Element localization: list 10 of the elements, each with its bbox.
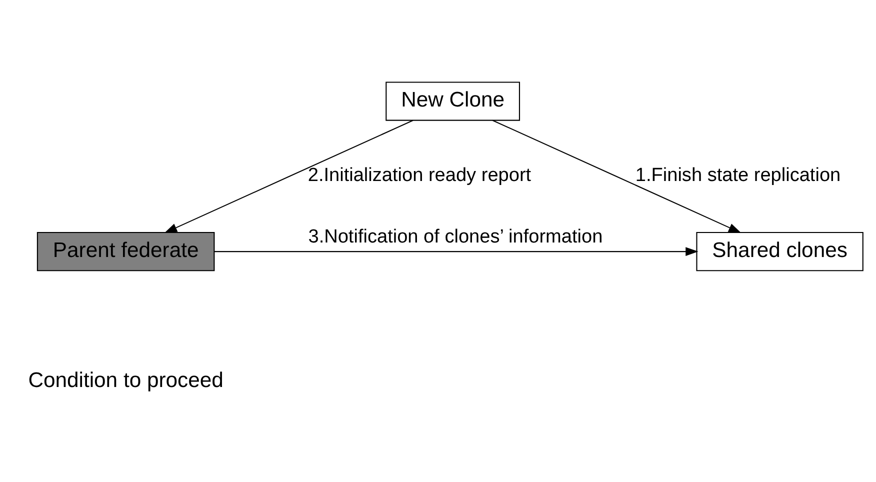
edge-label: 3.Notification of clones’ information — [308, 226, 603, 247]
arrow — [492, 119, 742, 233]
node-box: New Clone — [386, 81, 520, 120]
edge-label: 2.Initialization ready report — [308, 164, 532, 186]
arrow — [164, 119, 414, 233]
node-box: Shared clones — [696, 231, 864, 271]
legend-label: Condition to proceed — [28, 368, 224, 392]
node-box: Parent federate — [36, 231, 215, 271]
edge-label: 1.Finish state replication — [635, 164, 841, 186]
arrow — [214, 246, 698, 256]
